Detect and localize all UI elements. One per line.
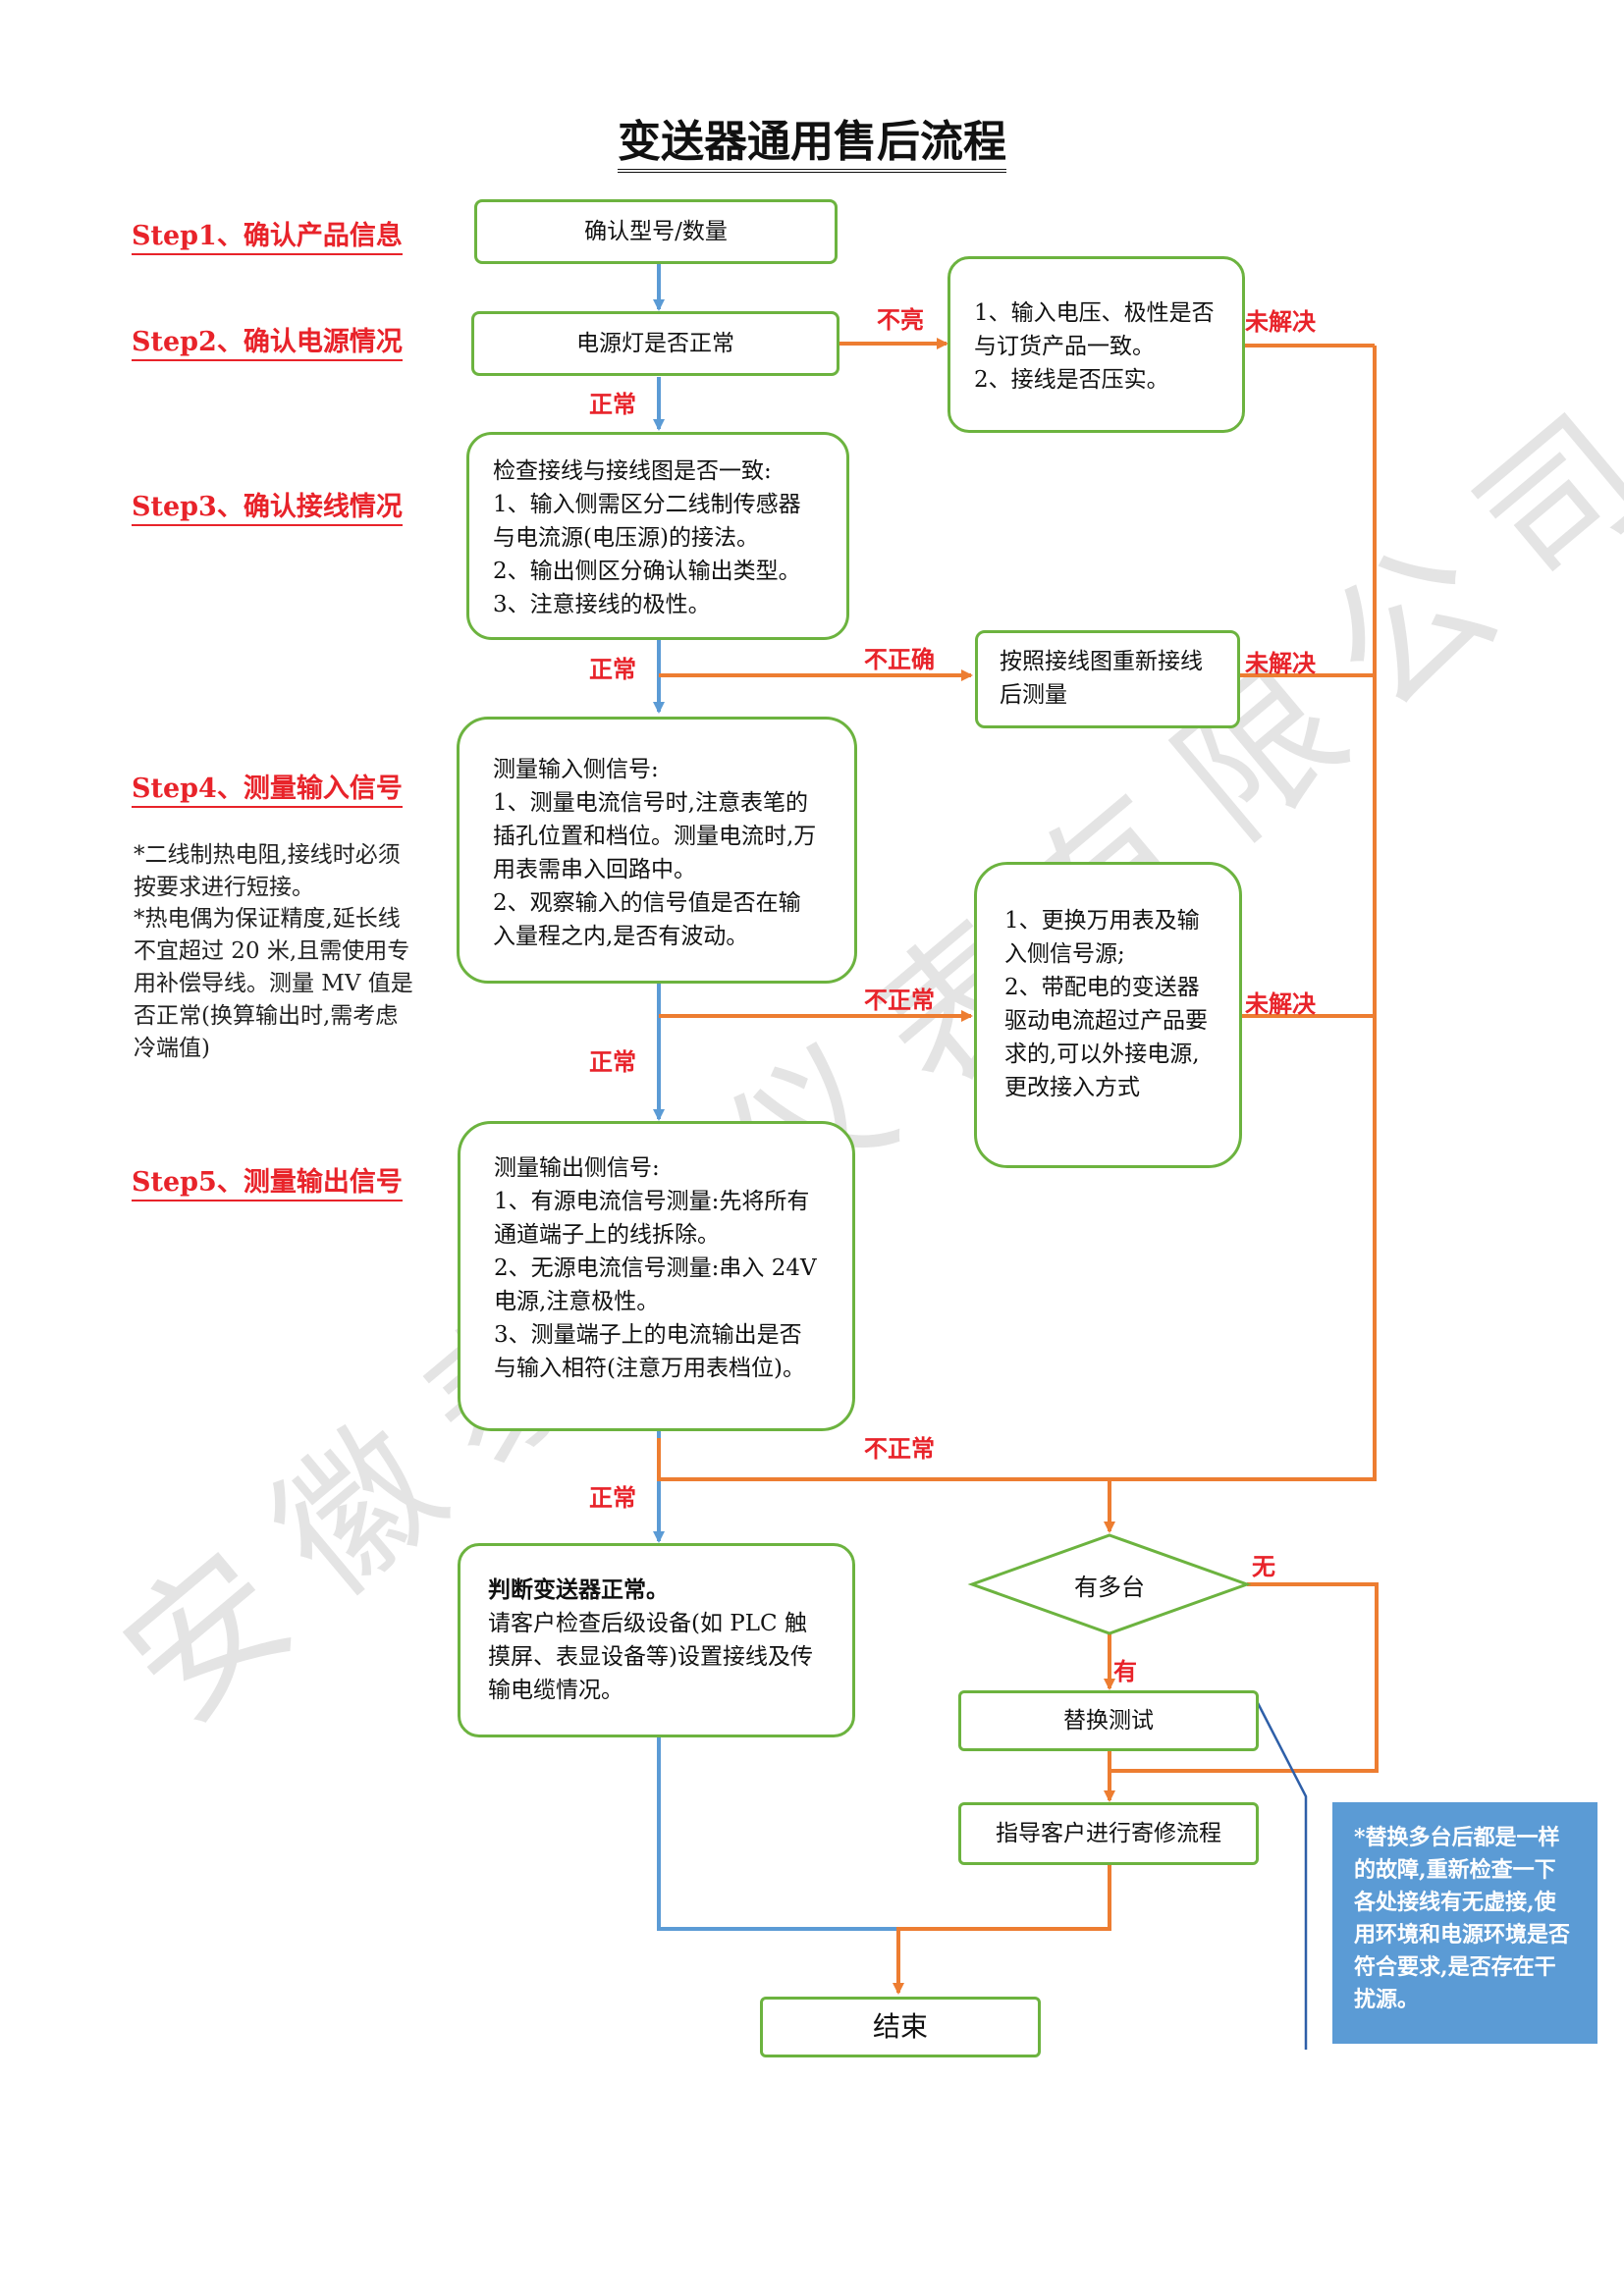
label-incorrect: 不正确 [864, 645, 935, 673]
box-confirm-model: 确认型号/数量 [474, 199, 838, 264]
label-unresolved-3: 未解决 [1245, 989, 1316, 1018]
arrow-repair-to-end [893, 1865, 1111, 1995]
box-input-measure: 测量输入侧信号: 1、测量电流信号时,注意表笔的插孔位置和档位。测量电流时,万用… [457, 717, 857, 984]
blue-note-box: *替换多台后都是一样的故障,重新检查一下各处接线有无虚接,使用环境和电源环境是否… [1332, 1802, 1597, 2044]
box-power-light: 电源灯是否正常 [471, 311, 839, 376]
label-normal-3: 正常 [589, 1047, 636, 1076]
box-wiring-check: 检查接线与接线图是否一致: 1、输入侧需区分二线制传感器与电流源(电压源)的接法… [466, 432, 849, 640]
step2-label: Step2、确认电源情况 [132, 326, 403, 361]
label-yes: 有 [1113, 1657, 1137, 1685]
note-rtd: *二线制热电阻,接线时必须按要求进行短接。 [134, 842, 401, 900]
box-output-measure: 测量输出侧信号: 1、有源电流信号测量:先将所有通道端子上的线拆除。 2、无源电… [458, 1121, 855, 1431]
step5-label: Step5、测量输出信号 [132, 1166, 403, 1201]
label-normal-4: 正常 [589, 1483, 636, 1512]
step1-label: Step1、确认产品信息 [132, 220, 403, 255]
page-title: 变送器通用售后流程 [0, 106, 1624, 173]
label-unresolved-1: 未解决 [1245, 307, 1316, 336]
line-multiple-none [1110, 1582, 1379, 1773]
line-unresolved-collector [1110, 346, 1377, 1481]
box-input-fix: 1、更换万用表及输入侧信号源; 2、带配电的变送器驱动电流超过产品要求的,可以外… [974, 862, 1242, 1168]
box-replace-test: 替换测试 [958, 1690, 1259, 1751]
box-rewire: 按照接线图重新接线后测量 [975, 630, 1240, 728]
box-repair-flow: 指导客户进行寄修流程 [958, 1802, 1259, 1865]
label-unresolved-2: 未解决 [1245, 649, 1316, 677]
step3-label: Step3、确认接线情况 [132, 491, 403, 526]
decision-multiple-label: 有多台 [1074, 1573, 1145, 1601]
box-power-check: 1、输入电压、极性是否与订货产品一致。 2、接线是否压实。 [947, 256, 1245, 433]
line-output-abnormal [657, 1438, 1110, 1481]
note-pointer-line [1255, 1700, 1308, 2050]
line-normal-to-end [657, 1735, 898, 1931]
label-not-lit: 不亮 [877, 305, 924, 334]
label-none: 无 [1252, 1552, 1275, 1580]
label-normal-2: 正常 [589, 655, 636, 683]
step4-label: Step4、测量输入信号 [132, 773, 403, 808]
label-abnormal-2: 不正常 [864, 1434, 935, 1463]
label-normal-1: 正常 [589, 390, 636, 418]
note-thermocouple: *热电偶为保证精度,延长线不宜超过 20 米,且需使用专用补偿导线。测量 MV … [134, 906, 413, 1061]
decision-multiple-shape [967, 1533, 1252, 1635]
box-normal-result: 判断变送器正常。 请客户检查后级设备(如 PLC 触摸屏、表显设备等)设置接线及… [458, 1543, 855, 1737]
label-abnormal-1: 不正常 [864, 986, 935, 1014]
box-end: 结束 [760, 1997, 1041, 2057]
